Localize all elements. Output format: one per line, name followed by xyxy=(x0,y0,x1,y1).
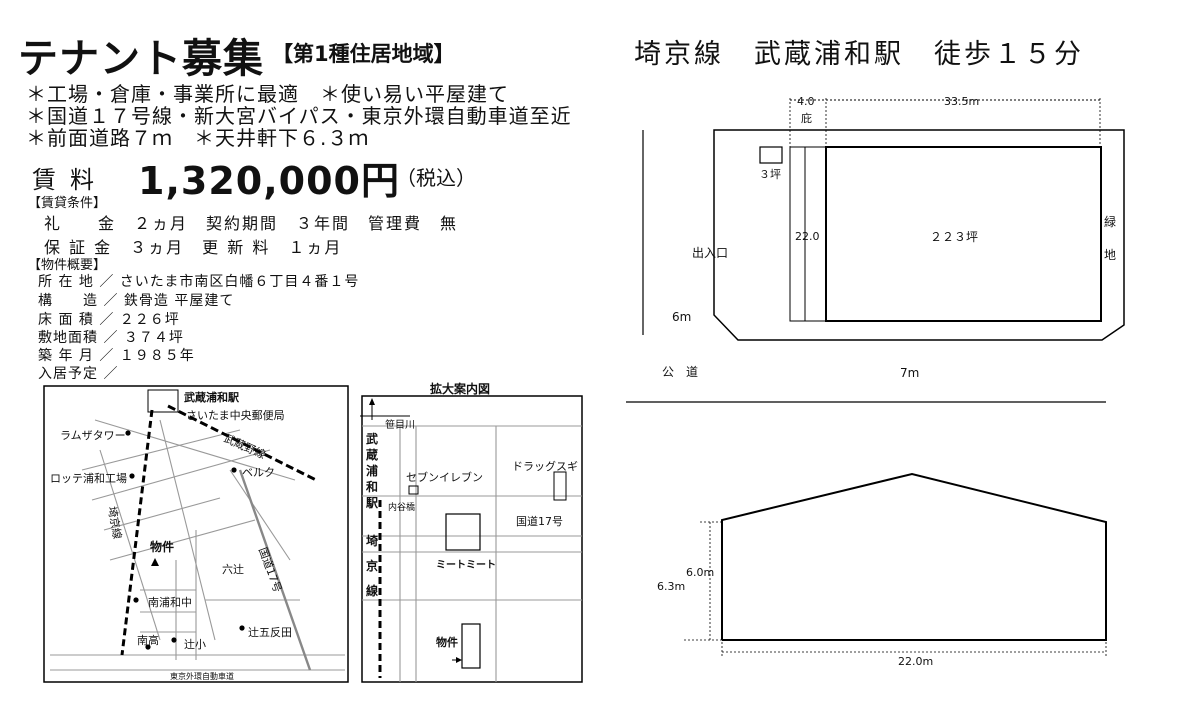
map-belk: ベルク xyxy=(242,466,275,479)
green-label: 地 xyxy=(1104,248,1117,262)
conditions-heading: 【賃貸条件】 xyxy=(28,196,107,211)
front-road-label: 7m xyxy=(900,366,920,380)
feature-line: ＊前面道路７ｍ ＊天井軒下６.３ｍ xyxy=(26,126,370,150)
rent-label: 賃料 xyxy=(32,166,108,194)
property-row: 築 年 月 ／ １９８５年 xyxy=(38,348,195,364)
public-road-label: 公 道 xyxy=(662,365,699,379)
station-access: 埼京線 武蔵浦和駅 徒歩１５分 xyxy=(634,39,1084,70)
depth-label: 22.0 xyxy=(795,230,820,243)
detail-saikyo-char: 線 xyxy=(366,584,379,598)
eave-strip xyxy=(789,146,827,322)
detail-uchiyabashi: 内谷橋 xyxy=(388,503,416,513)
map-tsuji-elem: 辻小 xyxy=(184,638,206,651)
elevation-width-label: 22.0m xyxy=(898,655,934,668)
property-row: 敷地面積 ／ ３７４坪 xyxy=(38,330,184,346)
entrance-label: 出入口 xyxy=(692,246,729,260)
feature-line: ＊国道１７号線・新大宮バイパス・東京外環自動車道至近 xyxy=(26,104,572,128)
map-expressway: 東京外環自動車道 xyxy=(170,672,234,681)
rent-amount: 1,320,000円 xyxy=(138,159,400,203)
detail-station-char: 武 xyxy=(366,432,379,446)
detail-drugstore: ドラッグスギ xyxy=(512,460,578,473)
eave-height-label: 6.0m xyxy=(686,566,715,579)
small-area-label: ３坪 xyxy=(759,168,781,181)
detail-sasame-river: 笹目川 xyxy=(385,420,415,431)
map-ramza: ラムザタワー xyxy=(60,429,126,442)
property-row: 所 在 地 ／ さいたま市南区白幡６丁目４番１号 xyxy=(38,274,360,290)
rent-tax-note: （税込） xyxy=(396,166,476,190)
dim-eave: 庇 xyxy=(801,112,812,125)
property-row: 構 造 ／ 鉄骨造 平屋建て xyxy=(38,293,235,309)
condition-line: 保 証 金 ３ヵ月 更 新 料 １ヵ月 xyxy=(44,238,343,257)
detail-route17: 国道17号 xyxy=(516,515,563,528)
green-label: 緑 xyxy=(1104,215,1117,229)
page-title: テナント募集 xyxy=(18,36,264,82)
area-map xyxy=(43,385,349,683)
detail-meat-meat: ミートミート xyxy=(436,560,496,571)
map-station-label: 武蔵浦和駅 xyxy=(184,391,239,404)
map-tsuji-gotanda: 辻五反田 xyxy=(248,626,292,639)
main-area-label: ２２３坪 xyxy=(930,230,979,244)
dim-width: 33.5m xyxy=(944,95,980,108)
property-row: 入居予定 ／ xyxy=(38,366,119,382)
building-elevation xyxy=(721,472,1107,641)
map-post-office: さいたま中央郵便局 xyxy=(186,409,285,422)
side-road-label: 6m xyxy=(672,310,692,324)
condition-line: 礼 金 ２ヵ月 契約期間 ３年間 管理費 無 xyxy=(44,214,459,233)
ceiling-height-label: 6.3m xyxy=(657,580,686,593)
property-heading: 【物件概要】 xyxy=(28,258,107,273)
detail-saikyo-char: 京 xyxy=(366,559,379,573)
detail-saikyo-char: 埼 xyxy=(366,534,379,548)
feature-line: ＊工場・倉庫・事業所に最適 ＊使い易い平屋建て xyxy=(26,82,509,106)
detail-map xyxy=(360,395,583,683)
property-row: 床 面 積 ／ ２２６坪 xyxy=(38,312,180,328)
detail-station-char: 浦 xyxy=(366,464,379,478)
site-plan xyxy=(626,98,1125,403)
map-lotte: ロッテ浦和工場 xyxy=(50,472,127,485)
dim-gap: 4.0 xyxy=(797,95,815,108)
detail-station-char: 和 xyxy=(366,480,379,494)
detail-seven-eleven: セブンイレブン xyxy=(406,471,483,484)
map-rokutsuji: 六辻 xyxy=(222,563,244,576)
map-minami-urawa-jh: 南浦和中 xyxy=(148,596,192,609)
map-minami-high: 南高 xyxy=(137,634,159,647)
detail-map-title: 拡大案内図 xyxy=(430,382,491,396)
detail-property: 物件 xyxy=(436,636,458,649)
zoning-label: 【第1種住居地域】 xyxy=(272,42,455,66)
small-annex xyxy=(759,146,783,164)
site-outline xyxy=(713,129,1125,341)
detail-station-char: 駅 xyxy=(366,496,379,510)
map-property: 物件 xyxy=(150,540,175,554)
detail-station-char: 蔵 xyxy=(366,448,379,462)
elevation-drawing xyxy=(684,472,1107,658)
